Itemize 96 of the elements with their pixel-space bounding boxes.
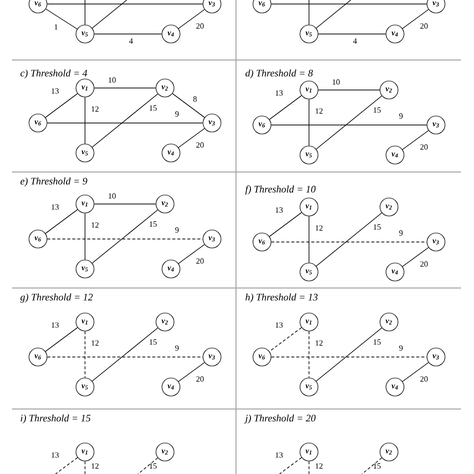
- edge-line: [316, 0, 352, 28]
- edge-line: [172, 93, 205, 118]
- edge-line: [308, 216, 310, 264]
- edge-line: [269, 327, 302, 352]
- edge-line: [316, 212, 382, 266]
- edge-label: 10: [332, 79, 340, 85]
- edge-line: [92, 0, 128, 28]
- edge-line: [45, 327, 78, 352]
- edge-line: [138, 458, 158, 474]
- edge-line: [178, 128, 205, 148]
- edge-label: 1: [54, 24, 58, 30]
- edge-label: 15: [150, 463, 157, 469]
- panel-title: c) Threshold = 4: [20, 69, 88, 79]
- edge-line: [84, 330, 86, 378]
- edge-label: 12: [92, 106, 99, 112]
- edge-label: 12: [316, 463, 323, 469]
- edge-label: 13: [276, 322, 283, 328]
- edge-line: [55, 457, 78, 474]
- edge-label: 12: [316, 340, 323, 346]
- edge-label: 8: [193, 96, 197, 102]
- edge-label: 13: [52, 88, 59, 94]
- edge-label: 10: [108, 193, 116, 199]
- edge-line: [46, 8, 78, 30]
- edge-line: [362, 458, 382, 474]
- edge-label: 12: [316, 225, 323, 231]
- edge-line: [92, 210, 158, 264]
- edge-label: 20: [196, 376, 204, 382]
- edge-line: [46, 356, 204, 358]
- edge-label: 10: [108, 77, 116, 83]
- edge-line: [316, 328, 382, 382]
- edge-line: [84, 0, 86, 26]
- edge-line: [84, 212, 86, 260]
- edge-label: 15: [374, 339, 381, 345]
- edge-line: [402, 130, 429, 150]
- panel-title: g) Threshold = 12: [20, 293, 93, 303]
- edge-line: [92, 94, 158, 148]
- edge-line: [46, 122, 204, 124]
- edge-label: 13: [276, 207, 283, 213]
- edge-label: 15: [150, 339, 157, 345]
- edge-label: 20: [420, 144, 428, 150]
- edge-label: 12: [92, 222, 99, 228]
- edge-label: 13: [52, 322, 59, 328]
- edge-line: [402, 362, 429, 382]
- edge-line: [402, 9, 429, 29]
- edge-label: 9: [175, 227, 179, 233]
- edge-line: [46, 238, 204, 240]
- edge-label: 9: [175, 345, 179, 351]
- edge-label: 15: [150, 105, 157, 111]
- edge-line: [269, 95, 302, 120]
- edge-line: [178, 362, 205, 382]
- edge-label: 20: [196, 258, 204, 264]
- edge-label: 15: [374, 463, 381, 469]
- panel-title: d) Threshold = 8: [246, 69, 313, 79]
- edge-line: [279, 457, 302, 474]
- panel-title: h) Threshold = 13: [246, 293, 318, 303]
- edge-label: 13: [52, 452, 59, 458]
- edge-line: [308, 330, 310, 378]
- edge-label: 20: [420, 376, 428, 382]
- edge-label: 20: [196, 142, 204, 148]
- edge-line: [92, 328, 158, 382]
- panel-title: e) Threshold = 9: [20, 177, 88, 187]
- panel-title: f) Threshold = 10: [245, 185, 316, 195]
- edge-line: [316, 96, 382, 150]
- edge-label: 13: [52, 204, 59, 210]
- edge-label: 20: [420, 23, 428, 29]
- edge-line: [402, 247, 429, 267]
- panel-title: i) Threshold = 15: [20, 414, 90, 424]
- edge-label: 12: [92, 463, 99, 469]
- edge-line: [269, 212, 302, 237]
- edge-line: [178, 9, 205, 29]
- edge-label: 15: [374, 107, 381, 113]
- panel-title: j) Threshold = 20: [244, 414, 316, 424]
- edge-line: [308, 0, 310, 26]
- edge-label: 4: [353, 38, 357, 44]
- edge-line: [45, 209, 78, 234]
- edge-line: [270, 124, 428, 126]
- edge-label: 20: [420, 261, 428, 267]
- edge-label: 4: [129, 38, 133, 44]
- edge-label: 12: [92, 340, 99, 346]
- edge-line: [84, 96, 86, 144]
- edge-label: 13: [276, 90, 283, 96]
- edge-label: 9: [175, 111, 179, 117]
- edge-label: 13: [276, 452, 283, 458]
- edge-line: [308, 460, 310, 474]
- edge-label: 20: [196, 23, 204, 29]
- edge-line: [84, 460, 86, 474]
- edge-line: [45, 93, 78, 118]
- edge-label: 12: [316, 108, 323, 114]
- edge-label: 9: [399, 230, 403, 236]
- edge-label: 9: [399, 113, 403, 119]
- edge-label: 15: [374, 224, 381, 230]
- edge-line: [270, 356, 428, 358]
- edge-label: 9: [399, 345, 403, 351]
- edge-line: [308, 98, 310, 146]
- edge-label: 15: [150, 221, 157, 227]
- edge-line: [178, 244, 205, 264]
